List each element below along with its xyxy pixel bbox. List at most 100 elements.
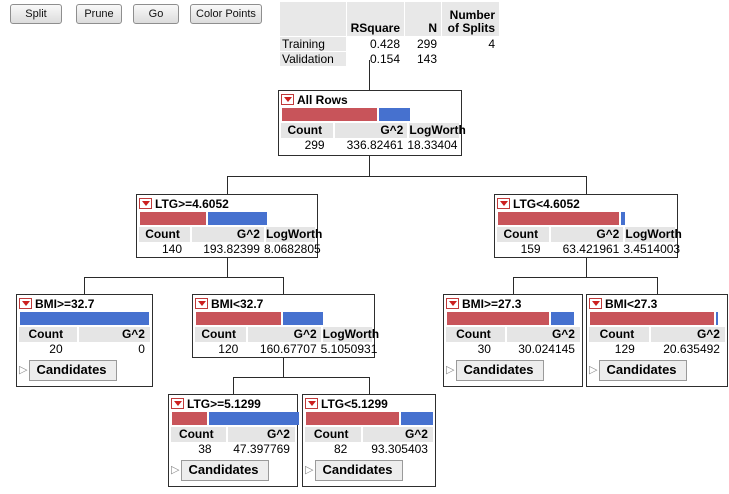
training-splits: 4 — [442, 37, 499, 51]
logworth-value: 3.4514003 — [623, 242, 681, 256]
red-triangle-menu-icon[interactable] — [19, 298, 32, 309]
connector-line — [369, 60, 370, 91]
connector-line — [227, 176, 587, 177]
connector-line — [586, 258, 587, 278]
class-proportion-bar — [140, 212, 269, 225]
connector-line — [369, 156, 370, 177]
validation-n: 143 — [405, 52, 441, 66]
logworth-header: LogWorth — [320, 327, 380, 342]
class-proportion-bar — [282, 108, 411, 121]
disclosure-triangle-icon[interactable]: ▷ — [589, 364, 598, 376]
red-triangle-menu-icon[interactable] — [171, 398, 184, 409]
connector-line — [513, 277, 514, 294]
node-title: LTG<4.6052 — [513, 196, 580, 211]
g2-header: G^2 — [246, 327, 321, 342]
count-header: Count — [446, 327, 505, 342]
logworth-header: LogWorth — [623, 227, 682, 242]
color-points-button[interactable]: Color Points — [190, 4, 262, 24]
red-triangle-menu-icon[interactable] — [497, 198, 510, 209]
count-value: 140 — [162, 242, 183, 256]
g2-header: G^2 — [504, 327, 580, 342]
connector-line — [586, 176, 587, 194]
candidates-button[interactable]: Candidates — [181, 460, 269, 481]
count-header: Count — [195, 327, 247, 342]
logworth-header: LogWorth — [407, 123, 466, 138]
n-column-header: N — [405, 2, 441, 36]
disclosure-triangle-icon[interactable]: ▷ — [171, 464, 180, 476]
count-value: 299 — [304, 138, 325, 152]
connector-line — [369, 377, 370, 394]
red-triangle-menu-icon[interactable] — [589, 298, 602, 309]
connector-line — [84, 277, 284, 278]
count-header: Count — [589, 327, 649, 342]
class-proportion-bar — [447, 312, 576, 325]
candidates-button[interactable]: Candidates — [29, 360, 117, 381]
connector-line — [283, 358, 284, 378]
g2-value: 336.82461 — [346, 138, 404, 152]
go-button[interactable]: Go — [133, 4, 179, 24]
count-value: 82 — [333, 442, 348, 456]
prune-button[interactable]: Prune — [76, 4, 122, 24]
logworth-value: 8.0682805 — [263, 242, 321, 256]
red-triangle-menu-icon[interactable] — [195, 298, 208, 309]
connector-line — [227, 176, 228, 194]
count-header: Count — [171, 427, 226, 442]
count-value: 129 — [614, 342, 635, 356]
red-triangle-menu-icon[interactable] — [281, 94, 294, 105]
disclosure-triangle-icon[interactable]: ▷ — [305, 464, 314, 476]
disclosure-triangle-icon[interactable]: ▷ — [446, 364, 455, 376]
candidates-button[interactable]: Candidates — [599, 360, 687, 381]
fit-summary-table: RSquare N Number of Splits Training 0.42… — [280, 2, 499, 66]
g2-value: 63.421961 — [562, 242, 620, 256]
node-title: LTG<5.1299 — [321, 396, 388, 411]
candidates-button[interactable]: Candidates — [456, 360, 544, 381]
node-title: BMI>=32.7 — [35, 296, 95, 311]
connector-line — [84, 277, 85, 294]
g2-header: G^2 — [648, 327, 725, 342]
disclosure-triangle-icon[interactable]: ▷ — [19, 364, 28, 376]
g2-header: G^2 — [225, 427, 295, 442]
split-button[interactable]: Split — [10, 4, 62, 24]
logworth-header: LogWorth — [263, 227, 323, 242]
g2-value: 47.397769 — [233, 442, 290, 456]
splits-column-header: Number of Splits — [442, 2, 499, 36]
connector-line — [227, 258, 228, 278]
g2-value: 30.024145 — [518, 342, 575, 356]
node-title: LTG>=5.1299 — [187, 396, 261, 411]
connector-line — [657, 277, 658, 294]
g2-header: G^2 — [548, 227, 624, 242]
class-proportion-bar — [20, 312, 149, 325]
red-triangle-menu-icon[interactable] — [305, 398, 318, 409]
class-proportion-bar — [172, 412, 301, 425]
class-proportion-bar — [498, 212, 627, 225]
g2-value: 160.67707 — [259, 342, 317, 356]
logworth-value: 5.1050931 — [320, 342, 378, 356]
g2-value: 93.305403 — [371, 442, 428, 456]
g2-value: 0 — [138, 342, 145, 356]
red-triangle-menu-icon[interactable] — [139, 198, 152, 209]
node-title: BMI<27.3 — [605, 296, 658, 311]
red-triangle-menu-icon[interactable] — [446, 298, 459, 309]
candidates-button[interactable]: Candidates — [315, 460, 403, 481]
node-title: BMI>=27.3 — [462, 296, 522, 311]
g2-value: 20.635492 — [663, 342, 720, 356]
validation-row-label: Validation — [280, 52, 346, 66]
corner-cell — [280, 2, 346, 36]
count-value: 159 — [520, 242, 541, 256]
g2-header: G^2 — [190, 227, 264, 242]
count-header: Count — [139, 227, 191, 242]
validation-rsquare: 0.154 — [347, 52, 404, 66]
connector-line — [513, 277, 658, 278]
class-proportion-bar — [306, 412, 435, 425]
connector-line — [233, 377, 370, 378]
count-header: Count — [497, 227, 549, 242]
class-proportion-bar — [196, 312, 325, 325]
connector-line — [283, 277, 284, 294]
